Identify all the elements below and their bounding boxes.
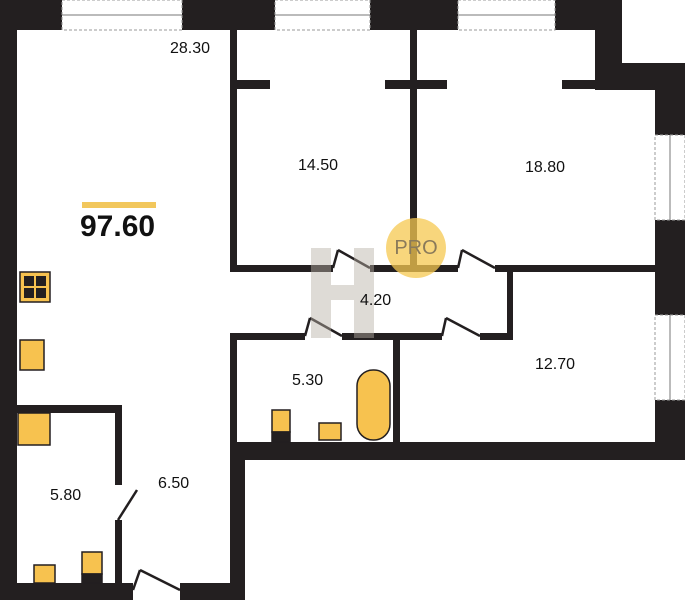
window-sashes — [62, 14, 671, 400]
bath-sink-icon — [318, 422, 342, 441]
bathtub-icon — [356, 369, 391, 441]
stove-grid — [24, 276, 46, 298]
room-area-living: 28.30 — [170, 40, 211, 57]
room-area-bedroom-3: 12.70 — [535, 356, 576, 373]
room-area-bedroom-2: 18.80 — [525, 159, 566, 176]
room-area-corridor: 4.20 — [360, 292, 392, 309]
fixtures — [17, 271, 391, 584]
pro-watermark: PRO — [386, 218, 446, 278]
doors — [116, 248, 496, 592]
bath-toilet-icon — [271, 409, 291, 433]
kitchen-sink-icon — [19, 339, 45, 371]
room-area-hall: 6.50 — [158, 475, 190, 492]
wc-toilet-icon — [81, 551, 103, 575]
total-area: 97.60 — [80, 210, 156, 243]
total-area-accent-bar — [82, 202, 156, 208]
room-area-wc: 5.80 — [50, 487, 82, 504]
room-area-bedroom-1: 14.50 — [298, 157, 339, 174]
logo-watermark — [311, 248, 374, 338]
shower-tray-icon — [17, 412, 51, 446]
wc-sink-icon — [33, 564, 56, 584]
room-area-bathroom: 5.30 — [292, 372, 324, 389]
